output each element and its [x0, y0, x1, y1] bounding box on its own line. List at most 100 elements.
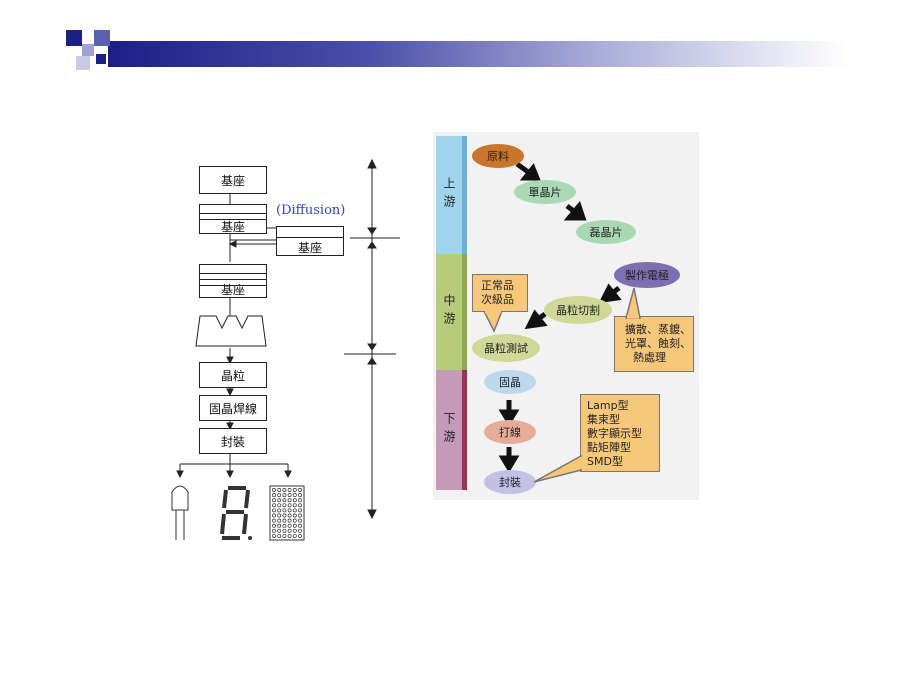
matrix-dot	[282, 523, 287, 528]
node-die-bond: 固晶	[484, 370, 536, 394]
matrix-dot	[282, 503, 287, 508]
matrix-dot	[298, 503, 302, 508]
matrix-dot	[282, 513, 287, 518]
stage-label: 下游	[442, 412, 456, 448]
matrix-dot	[277, 508, 282, 513]
step-die-bond-wire: 固晶焊線	[199, 395, 267, 421]
node-epi-wafer: 磊晶片	[576, 220, 636, 244]
matrix-dot	[298, 498, 302, 503]
matrix-dot	[298, 488, 302, 492]
matrix-dot	[298, 493, 302, 498]
matrix-dot	[282, 528, 287, 533]
node-raw-material: 原料	[472, 144, 524, 168]
matrix-dot	[277, 518, 282, 523]
matrix-dot	[292, 503, 297, 508]
step-label: 固晶焊線	[208, 401, 257, 416]
node-packaging: 封裝	[484, 470, 536, 494]
step-die: 晶粒	[199, 362, 267, 388]
callout-package-tail	[533, 454, 582, 483]
step-label: 基座	[220, 219, 245, 234]
node-die-testing: 晶粒測試	[472, 334, 540, 362]
matrix-dot	[292, 508, 297, 513]
matrix-dot	[287, 503, 292, 508]
step-label: 封裝	[220, 434, 245, 449]
matrix-dot	[272, 528, 276, 533]
matrix-dot	[292, 523, 297, 528]
dot-matrix-dots	[272, 488, 302, 538]
matrix-dot	[272, 523, 276, 528]
diffusion-substrate: 基座	[276, 226, 344, 256]
step-label: 基座	[220, 173, 245, 188]
matrix-dot	[292, 533, 297, 538]
matrix-dot	[298, 518, 302, 523]
callout-grades-tail	[483, 311, 503, 333]
matrix-dot	[277, 503, 282, 508]
callout-processes: 擴散、蒸鍍、 光罩、蝕刻、 熱處理	[614, 316, 694, 372]
matrix-dot	[282, 518, 287, 523]
stage-label: 中游	[442, 294, 456, 330]
matrix-dot	[282, 508, 287, 513]
matrix-dot	[272, 488, 276, 492]
node-wire-bond: 打線	[484, 420, 536, 444]
die-cut-shape	[195, 315, 267, 347]
matrix-dot	[277, 488, 282, 492]
step-label: 晶粒	[220, 368, 245, 383]
callout-processes-tail	[625, 287, 641, 319]
header-gradient-bar	[108, 41, 848, 67]
lamp-led-icon	[171, 485, 189, 540]
matrix-dot	[287, 528, 292, 533]
matrix-dot	[272, 498, 276, 503]
matrix-dot	[277, 533, 282, 538]
matrix-dot	[277, 493, 282, 498]
matrix-dot	[287, 513, 292, 518]
matrix-dot	[272, 503, 276, 508]
callout-grades: 正常品 次級品	[472, 274, 528, 312]
matrix-dot	[282, 498, 287, 503]
matrix-dot	[272, 518, 276, 523]
band-downstream: 下游	[436, 370, 467, 490]
stage-span-arrows	[344, 158, 400, 520]
matrix-dot	[287, 523, 292, 528]
matrix-dot	[298, 508, 302, 513]
matrix-dot	[298, 533, 302, 538]
matrix-dot	[287, 498, 292, 503]
matrix-dot	[298, 513, 302, 518]
matrix-dot	[292, 513, 297, 518]
matrix-dot	[272, 513, 276, 518]
matrix-dot	[272, 508, 276, 513]
header-logo-squares	[66, 30, 126, 76]
step-substrate-3: 基座	[199, 264, 267, 298]
callout-package-types: Lamp型 集束型 數字顯示型 點矩陣型 SMD型	[580, 394, 660, 472]
step-label: 基座	[297, 240, 322, 255]
matrix-dot	[292, 528, 297, 533]
matrix-dot	[282, 488, 287, 492]
band-upstream: 上游	[436, 136, 467, 254]
node-make-electrode: 製作電極	[614, 262, 680, 288]
matrix-dot	[287, 518, 292, 523]
matrix-dot	[277, 528, 282, 533]
band-midstream: 中游	[436, 254, 467, 370]
step-label: 基座	[220, 282, 245, 297]
matrix-dot	[298, 528, 302, 533]
step-substrate-2: 基座	[199, 204, 267, 234]
matrix-dot	[298, 523, 302, 528]
matrix-dot	[277, 523, 282, 528]
matrix-dot	[272, 533, 276, 538]
matrix-dot	[272, 493, 276, 498]
matrix-dot	[287, 508, 292, 513]
matrix-dot	[292, 488, 297, 492]
matrix-dot	[287, 533, 292, 538]
matrix-dot	[292, 518, 297, 523]
stage-label: 上游	[442, 177, 456, 213]
decimal-dot-icon	[248, 536, 252, 540]
matrix-dot	[292, 498, 297, 503]
matrix-dot	[282, 493, 287, 498]
node-single-crystal: 單晶片	[514, 180, 576, 204]
matrix-dot	[277, 513, 282, 518]
seven-segment-icon	[220, 486, 250, 540]
matrix-dot	[292, 493, 297, 498]
product-icons	[171, 485, 305, 541]
matrix-dot	[282, 533, 287, 538]
node-die-cutting: 晶粒切割	[544, 296, 612, 324]
diffusion-label: (Diffusion)	[276, 203, 346, 218]
